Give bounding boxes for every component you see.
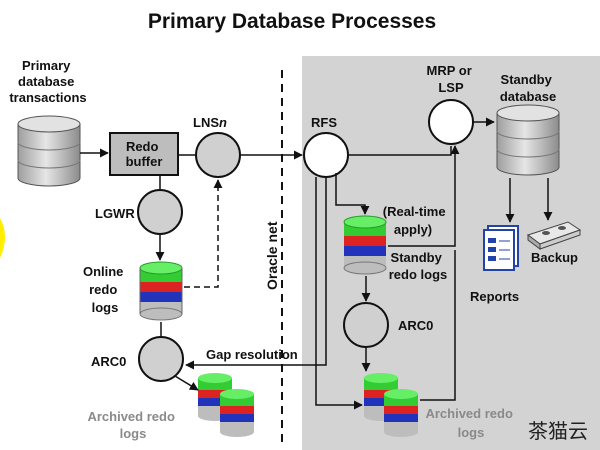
standby-database-icon <box>496 104 560 176</box>
reports-icon <box>483 225 519 271</box>
redo-buffer-box <box>109 132 179 176</box>
oracle-net-label: Oracle net <box>264 221 280 290</box>
lgwr-process <box>137 189 183 235</box>
rfs-process <box>303 132 349 178</box>
lns-label: LNSn <box>193 115 227 130</box>
mrp-lsp-label: MRP or LSP <box>427 63 476 95</box>
arc0-primary-process <box>138 336 184 382</box>
rfs-label: RFS <box>311 115 337 130</box>
lns-process <box>195 132 241 178</box>
gap-resolution-label: Gap resolution <box>206 347 298 362</box>
dashed-online-to-lns <box>184 179 223 288</box>
standby-redo-logs-label: Standby redo logs <box>389 250 448 282</box>
realtime-apply-label: (Real-time apply) <box>383 204 449 237</box>
arrow-rfs-to-archived <box>315 177 363 410</box>
arc0-standby-label: ARC0 <box>398 318 433 333</box>
arrow-standby-logs-to-mrp <box>388 145 460 247</box>
arc0-standby-process <box>343 302 389 348</box>
page-title: Primary Database Processes <box>148 10 436 33</box>
lgwr-label: LGWR <box>95 206 135 221</box>
archived-redo-logs-primary-label: Archived redo logs <box>87 409 178 441</box>
arrow-rfs-to-standby-logs <box>335 173 370 215</box>
yellow-accent <box>0 218 5 258</box>
arrow-archived-to-mrp <box>420 250 456 401</box>
mrp-lsp-process <box>428 99 474 145</box>
reports-label: Reports <box>470 289 519 304</box>
arrow-arc0-to-archived <box>174 375 199 391</box>
backup-icon <box>526 221 582 250</box>
archived-redo-logs-standby-icon <box>364 373 418 437</box>
archived-redo-logs-primary-icon <box>198 373 254 437</box>
primary-database-icon <box>17 115 81 187</box>
watermark: 茶猫云 <box>528 420 588 443</box>
arrow-gap-resolution <box>185 177 327 370</box>
redo-buffer-label: Redo buffer <box>126 139 163 169</box>
backup-label: Backup <box>531 250 578 265</box>
arc0-primary-label: ARC0 <box>91 354 126 369</box>
primary-transactions-label: Primary database transactions <box>9 58 86 105</box>
standby-database-label: Standby database <box>500 72 556 104</box>
online-redo-logs-icon <box>139 261 183 321</box>
online-redo-logs-label: Online redo logs <box>83 264 127 315</box>
archived-redo-logs-standby-label: Archived redo logs <box>425 406 516 440</box>
standby-redo-logs-icon <box>343 215 387 275</box>
